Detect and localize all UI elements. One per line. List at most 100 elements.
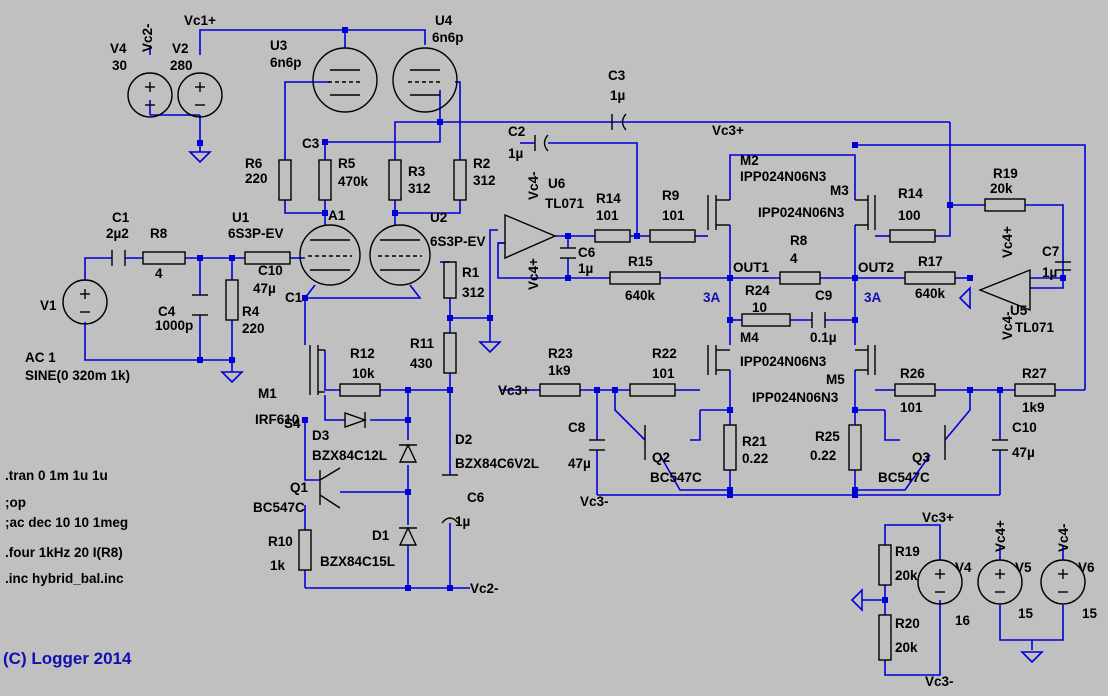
svg-text:10k: 10k bbox=[352, 366, 375, 381]
svg-text:2µ2: 2µ2 bbox=[106, 226, 129, 241]
svg-text:0.22: 0.22 bbox=[742, 451, 768, 466]
svg-text:U2: U2 bbox=[430, 210, 447, 225]
svg-text:IPP024N06N3: IPP024N06N3 bbox=[752, 390, 839, 405]
svg-text:3A: 3A bbox=[703, 290, 721, 305]
svg-text:47µ: 47µ bbox=[568, 456, 591, 471]
svg-text:1µ: 1µ bbox=[455, 514, 470, 529]
svg-text:C8: C8 bbox=[568, 420, 586, 435]
svg-text:C2: C2 bbox=[508, 124, 525, 139]
svg-text:C1: C1 bbox=[112, 210, 130, 225]
svg-text:IPP024N06N3: IPP024N06N3 bbox=[758, 205, 845, 220]
svg-text:R11: R11 bbox=[410, 336, 435, 351]
svg-text:30: 30 bbox=[112, 58, 127, 73]
svg-text:BZX84C6V2L: BZX84C6V2L bbox=[455, 456, 539, 471]
svg-text:R25: R25 bbox=[815, 429, 840, 444]
svg-text:4: 4 bbox=[155, 266, 163, 281]
svg-text:V1: V1 bbox=[40, 298, 57, 313]
svg-text:20k: 20k bbox=[990, 181, 1013, 196]
svg-text:C10: C10 bbox=[258, 263, 283, 278]
tubes bbox=[299, 47, 458, 286]
svg-text:R8: R8 bbox=[150, 226, 168, 241]
label-v3: V4 bbox=[110, 41, 127, 56]
svg-text:640k: 640k bbox=[915, 286, 946, 301]
svg-text:BZX84C15L: BZX84C15L bbox=[320, 554, 395, 569]
svg-text:U1: U1 bbox=[232, 210, 250, 225]
svg-text:R19: R19 bbox=[993, 166, 1018, 181]
svg-text:R22: R22 bbox=[652, 346, 677, 361]
copyright-text: (C) Logger 2014 bbox=[3, 649, 132, 668]
svg-text:20k: 20k bbox=[895, 640, 918, 655]
svg-text:Vc4-: Vc4- bbox=[1056, 523, 1071, 552]
svg-text:Vc3+: Vc3+ bbox=[922, 510, 954, 525]
svg-text:R5: R5 bbox=[338, 156, 356, 171]
svg-text:V6: V6 bbox=[1078, 560, 1095, 575]
capacitors bbox=[111, 113, 1071, 524]
svg-text:M5: M5 bbox=[826, 372, 845, 387]
svg-text:16: 16 bbox=[955, 613, 971, 628]
svg-text:;ac dec 10 10 1meg: ;ac dec 10 10 1meg bbox=[5, 515, 128, 530]
svg-text:.inc hybrid_bal.inc: .inc hybrid_bal.inc bbox=[5, 571, 124, 586]
svg-text:R4: R4 bbox=[242, 304, 260, 319]
svg-text:Vc3-: Vc3- bbox=[580, 494, 609, 509]
svg-text:Vc4-: Vc4- bbox=[526, 171, 541, 200]
svg-text:M3: M3 bbox=[830, 183, 849, 198]
svg-text:R3: R3 bbox=[408, 164, 426, 179]
svg-text:SINE(0 320m 1k): SINE(0 320m 1k) bbox=[25, 368, 130, 383]
svg-text:1k9: 1k9 bbox=[548, 363, 571, 378]
svg-text:S4: S4 bbox=[284, 416, 301, 431]
svg-text:Vc4+: Vc4+ bbox=[993, 520, 1008, 552]
svg-text:1µ: 1µ bbox=[508, 146, 523, 161]
svg-text:D2: D2 bbox=[455, 432, 472, 447]
svg-text:Q3: Q3 bbox=[912, 450, 931, 465]
svg-text:M2: M2 bbox=[740, 153, 759, 168]
svg-text:C1: C1 bbox=[285, 290, 303, 305]
svg-text:6n6p: 6n6p bbox=[432, 30, 464, 45]
svg-text:1µ: 1µ bbox=[578, 261, 593, 276]
svg-text:TL071: TL071 bbox=[1015, 320, 1055, 335]
svg-text:Vc2-: Vc2- bbox=[140, 23, 155, 52]
svg-text:Vc3+: Vc3+ bbox=[712, 123, 744, 138]
svg-text:640k: 640k bbox=[625, 288, 656, 303]
svg-text:D1: D1 bbox=[372, 528, 390, 543]
svg-text:15: 15 bbox=[1082, 606, 1098, 621]
svg-text:M1: M1 bbox=[258, 386, 277, 401]
svg-text:Vc3+: Vc3+ bbox=[498, 383, 530, 398]
svg-text:1µ: 1µ bbox=[1042, 265, 1057, 280]
svg-text:R26: R26 bbox=[900, 366, 925, 381]
svg-text:C6: C6 bbox=[578, 245, 596, 260]
svg-text:IPP024N06N3: IPP024N06N3 bbox=[740, 169, 827, 184]
svg-text:R10: R10 bbox=[268, 534, 293, 549]
svg-text:R14: R14 bbox=[596, 191, 621, 206]
svg-text:6n6p: 6n6p bbox=[270, 55, 302, 70]
svg-text:47µ: 47µ bbox=[253, 281, 276, 296]
svg-text:1k9: 1k9 bbox=[1022, 400, 1045, 415]
svg-text:C10: C10 bbox=[1012, 420, 1037, 435]
svg-text:Vc1+: Vc1+ bbox=[184, 13, 216, 28]
svg-text:IRF610: IRF610 bbox=[255, 412, 299, 427]
svg-text:BZX84C12L: BZX84C12L bbox=[312, 448, 387, 463]
svg-text:U4: U4 bbox=[435, 13, 453, 28]
svg-text:BC547C: BC547C bbox=[878, 470, 930, 485]
svg-text:TL071: TL071 bbox=[545, 196, 585, 211]
svg-text:R15: R15 bbox=[628, 254, 653, 269]
svg-text:R27: R27 bbox=[1022, 366, 1047, 381]
junctions bbox=[197, 27, 1066, 603]
svg-text:U5: U5 bbox=[1010, 303, 1028, 318]
svg-text:OUT2: OUT2 bbox=[858, 260, 894, 275]
svg-text:312: 312 bbox=[473, 173, 496, 188]
svg-text:R12: R12 bbox=[350, 346, 375, 361]
svg-text:V2: V2 bbox=[172, 41, 189, 56]
svg-text:R1: R1 bbox=[462, 265, 480, 280]
svg-text:220: 220 bbox=[245, 171, 268, 186]
svg-text:R20: R20 bbox=[895, 616, 920, 631]
svg-text:10: 10 bbox=[752, 300, 767, 315]
svg-text:R6: R6 bbox=[245, 156, 263, 171]
svg-text:;op: ;op bbox=[5, 495, 26, 510]
svg-text:IPP024N06N3: IPP024N06N3 bbox=[740, 354, 827, 369]
svg-text:.four 1kHz 20 I(R8): .four 1kHz 20 I(R8) bbox=[5, 545, 123, 560]
svg-text:R17: R17 bbox=[918, 254, 943, 269]
svg-text:0.22: 0.22 bbox=[810, 448, 836, 463]
svg-text:Vc3-: Vc3- bbox=[925, 674, 954, 689]
voltage-sources bbox=[62, 72, 1086, 605]
